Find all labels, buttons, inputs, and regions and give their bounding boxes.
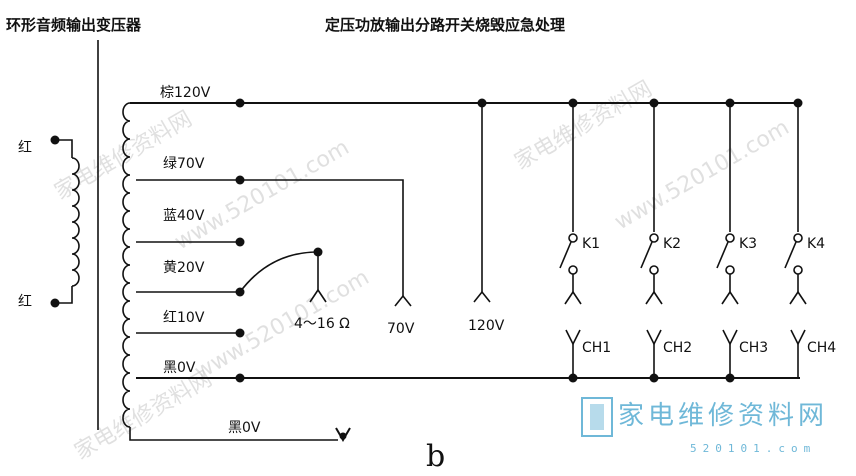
output-70v-label: 70V	[387, 321, 415, 337]
switch-k3-label: K3	[739, 236, 757, 252]
logo-subtext: 520101.com	[690, 442, 816, 455]
left-title: 环形音频输出变压器	[6, 16, 142, 34]
tap-leads	[129, 102, 338, 441]
primary-winding: 红 红	[18, 135, 80, 310]
output-black-0v	[335, 427, 351, 442]
channel-1: K1 CH1	[559, 98, 611, 383]
switch-k1-label: K1	[582, 236, 600, 252]
switch-k4-label: K4	[807, 236, 825, 252]
watermark-text: www.520101.com	[611, 115, 794, 235]
primary-coil	[71, 157, 80, 287]
site-logo: 家电维修资料网 520101.com	[581, 397, 828, 455]
output-ohm-label: 4～16 Ω	[294, 316, 350, 332]
tap-red-terminal	[235, 328, 245, 338]
output-120v: 120V	[468, 98, 505, 334]
channel-ch2-label: CH2	[663, 340, 692, 356]
tap-brown-label: 棕120V	[160, 85, 211, 101]
primary-top-label: 红	[18, 140, 32, 156]
channel-ch3-label: CH3	[739, 340, 768, 356]
tap-black2-label: 黑0V	[228, 420, 261, 436]
output-120v-label: 120V	[468, 318, 505, 334]
switch-k2-label: K2	[663, 236, 681, 252]
output-70v: 70V	[240, 179, 415, 337]
channel-ch1-label: CH1	[582, 340, 611, 356]
figure-label: b	[426, 439, 445, 474]
channel-3: K3 CH3	[716, 98, 768, 383]
logo-book-icon	[581, 397, 613, 437]
watermark-text: 家电维修资料网	[71, 367, 217, 466]
tap-black-label: 黑0V	[163, 360, 196, 376]
tap-red-label: 红10V	[163, 310, 205, 326]
watermark-text: www.520101.com	[171, 135, 354, 255]
tap-blue-terminal	[235, 237, 245, 247]
tap-yellow-label: 黄20V	[163, 259, 205, 276]
right-title: 定压功放输出分路开关烧毁应急处理	[325, 16, 565, 34]
channel-ch4-label: CH4	[807, 340, 836, 356]
tap-blue-label: 蓝40V	[163, 208, 205, 224]
watermark-text: 家电维修资料网	[511, 77, 657, 176]
secondary-coil	[122, 102, 131, 428]
logo-text: 家电维修资料网	[618, 401, 828, 431]
tap-green-label: 绿70V	[163, 156, 205, 172]
channel-2: K2 CH2	[640, 98, 692, 383]
channel-4: K4 CH4	[784, 98, 836, 378]
output-low-impedance: 4～16 Ω	[239, 247, 350, 332]
primary-bottom-label: 红	[18, 294, 32, 310]
